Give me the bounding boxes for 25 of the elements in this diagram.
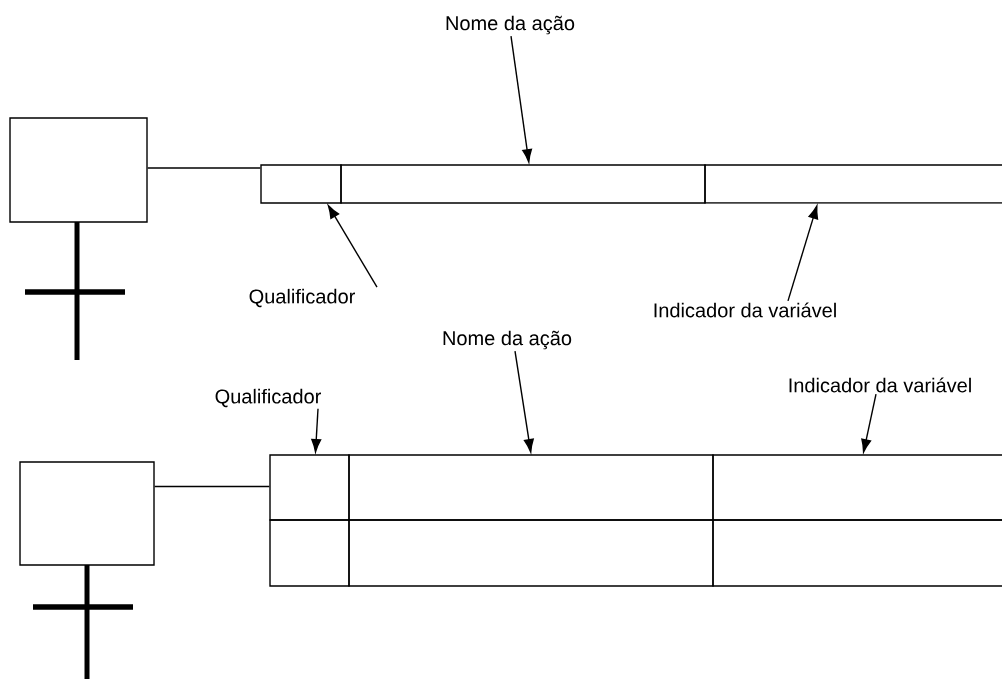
- step-box: [9, 117, 148, 223]
- action-cell: [704, 164, 1002, 204]
- action-cell: [260, 164, 342, 204]
- callout-text: Indicador da variável: [654, 302, 836, 318]
- action-cell: [712, 454, 1002, 521]
- action-cell: [712, 519, 1002, 587]
- connector-line: [154, 485, 270, 488]
- action-cell: [269, 454, 350, 521]
- action-cell: [348, 519, 714, 587]
- arrow: [311, 408, 322, 453]
- arrow: [327, 205, 378, 288]
- callout-text: Nome da ação: [443, 330, 572, 350]
- callout-text: Indicador da variável: [789, 377, 971, 393]
- callout-text: Qualificador: [249, 288, 355, 308]
- callout-text: Nome da ação: [446, 15, 575, 35]
- step-box: [19, 461, 155, 566]
- arrow: [861, 393, 877, 453]
- connector-line: [147, 167, 261, 169]
- arrow: [510, 35, 533, 163]
- action-cell: [340, 164, 706, 204]
- callout-text: Qualificador: [215, 388, 321, 408]
- action-cell: [269, 519, 350, 587]
- arrow: [787, 205, 819, 302]
- action-cell: [348, 454, 714, 521]
- arrow: [514, 350, 534, 453]
